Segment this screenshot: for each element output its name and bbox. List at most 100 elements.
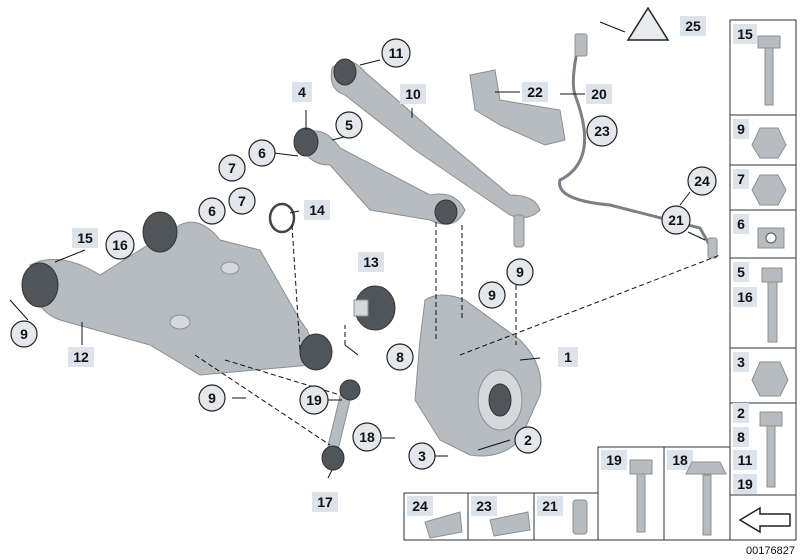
callout-21-label: 21 [668,212,684,228]
callout-19: 19 [299,385,329,415]
callout-3-label: 3 [418,448,426,464]
callout-18-label: 18 [359,429,375,445]
callout-20-label: 20 [591,86,607,102]
flange-nut-7-icon [751,174,787,206]
cable-bracket [469,69,566,146]
callout-14-label: 14 [309,202,325,218]
bolt-5-head-icon [761,267,783,283]
callout-16-label: 16 [112,237,128,253]
callout-9a-label: 9 [516,264,524,280]
bushing-sleeve [353,299,369,317]
bolt-15-icon [764,44,774,106]
callout-13: 13 [358,252,384,272]
callout-15-label: 15 [77,230,93,246]
callout-9a: 9 [506,258,534,286]
callout-25-label: 25 [685,18,701,34]
screw-21-icon [572,499,588,535]
callout-2: 2 [514,426,542,454]
callout-20: 20 [586,84,612,104]
guide-arm-bushing [333,58,357,86]
callout-6a-label: 6 [258,145,266,161]
callout-7b-label: 7 [238,193,246,209]
bolt-19-icon [636,469,646,533]
bolt-18-icon [702,474,712,536]
panel-b18-label: 18 [672,452,688,468]
arm-hole-2 [169,314,191,330]
upper-arm-bushing [293,127,319,157]
panel-b23-label: 23 [476,498,492,514]
callout-5: 5 [335,111,363,139]
callout-13-label: 13 [363,254,379,270]
callout-14: 14 [304,200,330,220]
nut-9-icon [751,127,787,159]
panel-2-label: 2 [737,405,745,421]
callout-9d-label: 9 [208,390,216,406]
callout-9d: 9 [198,384,226,412]
callout-9c-label: 9 [20,326,28,342]
panel-b19-label: 19 [606,452,622,468]
panel-9-label: 9 [737,121,745,137]
callout-7a: 7 [218,154,246,182]
coupling-rod-top [339,379,361,401]
callout-8-label: 8 [396,349,404,365]
callout-22: 22 [522,82,548,102]
callout-11: 11 [381,38,411,68]
callout-9b-label: 9 [488,287,496,303]
callout-7b: 7 [228,187,256,215]
upper-arm-bushing-2 [434,199,458,225]
callout-16: 16 [105,230,135,260]
panel-16-label: 16 [737,289,753,305]
panel-19-label: 19 [737,476,753,492]
callout-6b-label: 6 [208,203,216,219]
leader-lines [9,21,721,479]
callout-23: 23 [586,115,618,147]
callout-24: 24 [687,166,717,196]
clip-24-icon [424,511,463,539]
callout-12-label: 12 [73,349,89,365]
callout-23-label: 23 [594,123,610,139]
o-ring [268,202,296,234]
callout-1-label: 1 [564,349,572,365]
bushing-left [21,262,59,308]
upper-control-arm [299,130,466,225]
callout-6b: 6 [198,197,226,225]
fastener-panels-right: 15 9 7 6 5 16 3 2 8 11 19 [729,19,797,541]
lower-control-arm [29,221,314,376]
callout-10: 10 [400,84,426,104]
warning-triangle-icon [626,6,670,41]
callout-19-label: 19 [306,392,322,408]
callout-10-label: 10 [405,86,421,102]
callout-18: 18 [352,422,382,452]
wheel-hub-inner [488,383,512,417]
bolt-2-icon [766,424,776,488]
callout-24-label: 24 [694,173,710,189]
callout-15: 15 [72,228,98,248]
panel-6-label: 6 [737,216,745,232]
callout-2-label: 2 [524,432,532,448]
bolt-5-icon [767,279,778,343]
panel-5-label: 5 [737,264,745,280]
parts-illustration [21,6,718,471]
callout-12: 12 [68,347,94,367]
arm-hole [220,261,240,275]
fastener-panels-bottom: 19 18 24 23 21 [403,446,731,541]
callout-9c: 9 [10,320,38,348]
panel-b24-label: 24 [412,498,428,514]
bolt-15-head-icon [757,35,781,49]
bushing-upper [142,211,178,253]
callout-8: 8 [386,343,414,371]
bolt-2-head-icon [759,411,783,427]
arrow-icon [738,506,791,534]
panel-b21-label: 21 [542,498,558,514]
callouts: 1 2 3 4 5 6 6 7 7 8 9 9 9 9 10 11 12 13 … [10,16,717,512]
callout-17: 17 [312,492,338,512]
callout-25: 25 [680,16,706,36]
document-id: 00176827 [746,545,795,557]
clip-23-icon [489,511,531,537]
callout-11-label: 11 [389,45,404,61]
sensor-head [707,237,718,259]
callout-9b: 9 [478,281,506,309]
panel-11-label: 11 [738,452,753,468]
callout-3: 3 [408,442,436,470]
callout-4: 4 [292,82,312,102]
